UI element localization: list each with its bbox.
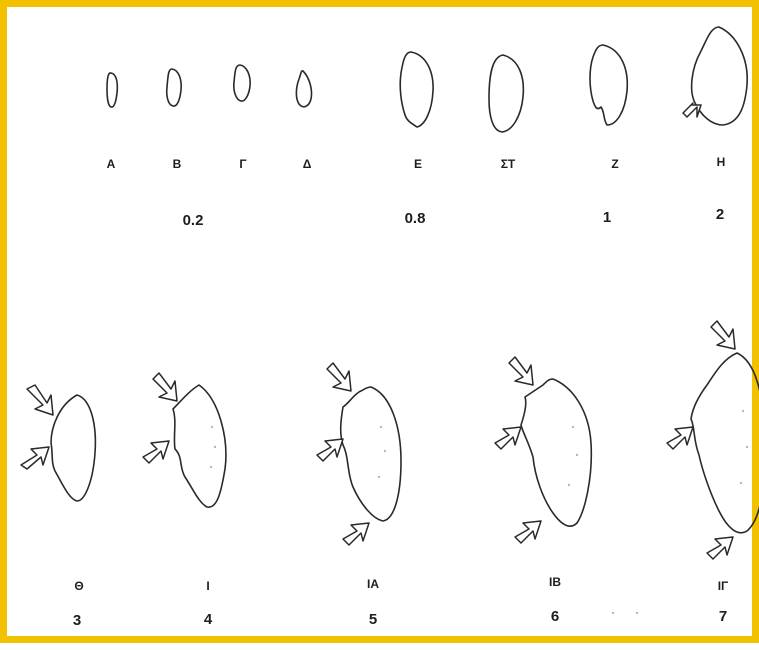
stage-label-ig: ΙΓ	[718, 579, 729, 593]
shape-stage-a	[107, 73, 117, 107]
shape-stage-i	[143, 373, 226, 507]
arrow-stage-ia-3	[343, 523, 369, 545]
shape-stage-g	[234, 65, 250, 101]
arrow-stage-ia-2	[317, 439, 343, 461]
arrow-stage-i-2	[143, 441, 169, 463]
shape-stage-st	[489, 55, 523, 132]
stage-label-a: Α	[107, 157, 116, 171]
arrow-stage-ib-1	[509, 357, 533, 385]
stage-label-ib: ΙΒ	[549, 575, 561, 589]
scale-value-0-2: 0.2	[183, 212, 204, 229]
stage-label-th: Θ	[74, 579, 83, 593]
shape-stage-z	[590, 45, 627, 125]
stage-label-g: Γ	[239, 157, 247, 171]
stage-label-st: ΣΤ	[501, 157, 516, 171]
arrow-stage-i-1	[153, 373, 177, 401]
stage-label-ia: ΙΑ	[367, 577, 379, 591]
arrow-stage-ig-1	[711, 321, 735, 349]
scale-value-2: 2	[716, 206, 724, 223]
shape-stage-b	[167, 69, 181, 106]
stage-label-i: Ι	[206, 579, 209, 593]
arrow-stage-h	[683, 103, 701, 117]
stippling	[210, 410, 748, 614]
shape-stage-ig	[667, 321, 759, 559]
arrow-stage-ia-1	[327, 363, 351, 391]
shape-stage-d	[296, 71, 311, 107]
stage-label-d: Δ	[303, 157, 312, 171]
arrow-stage-ig-3	[707, 537, 733, 559]
scale-value-1: 1	[603, 209, 611, 226]
scale-value-4: 4	[204, 611, 213, 628]
stage-label-b: Β	[173, 157, 182, 171]
arrow-stage-ig-2	[667, 427, 693, 449]
stage-diagram: Α Β Γ Δ Ε ΣΤ Ζ Η Θ Ι ΙΑ ΙΒ ΙΓ 0.2 0.8 1 …	[7, 7, 759, 650]
arrow-stage-th-1	[27, 385, 53, 415]
stage-label-z: Ζ	[611, 157, 618, 171]
stage-label-h: Η	[717, 155, 726, 169]
scale-value-0-8: 0.8	[405, 210, 426, 227]
shape-stage-th	[21, 385, 95, 501]
scale-value-6: 6	[551, 608, 559, 625]
shape-stage-h	[683, 27, 747, 125]
arrow-stage-ib-3	[515, 521, 541, 543]
shape-stage-ib	[495, 357, 591, 543]
shape-stage-ia	[317, 363, 401, 545]
shape-stage-e	[400, 52, 433, 127]
stage-label-e: Ε	[414, 157, 422, 171]
scale-value-7: 7	[719, 608, 727, 625]
arrow-stage-th-2	[21, 447, 49, 469]
scale-value-5: 5	[369, 611, 377, 628]
scale-value-3: 3	[73, 612, 81, 629]
arrow-stage-ib-2	[495, 427, 521, 449]
